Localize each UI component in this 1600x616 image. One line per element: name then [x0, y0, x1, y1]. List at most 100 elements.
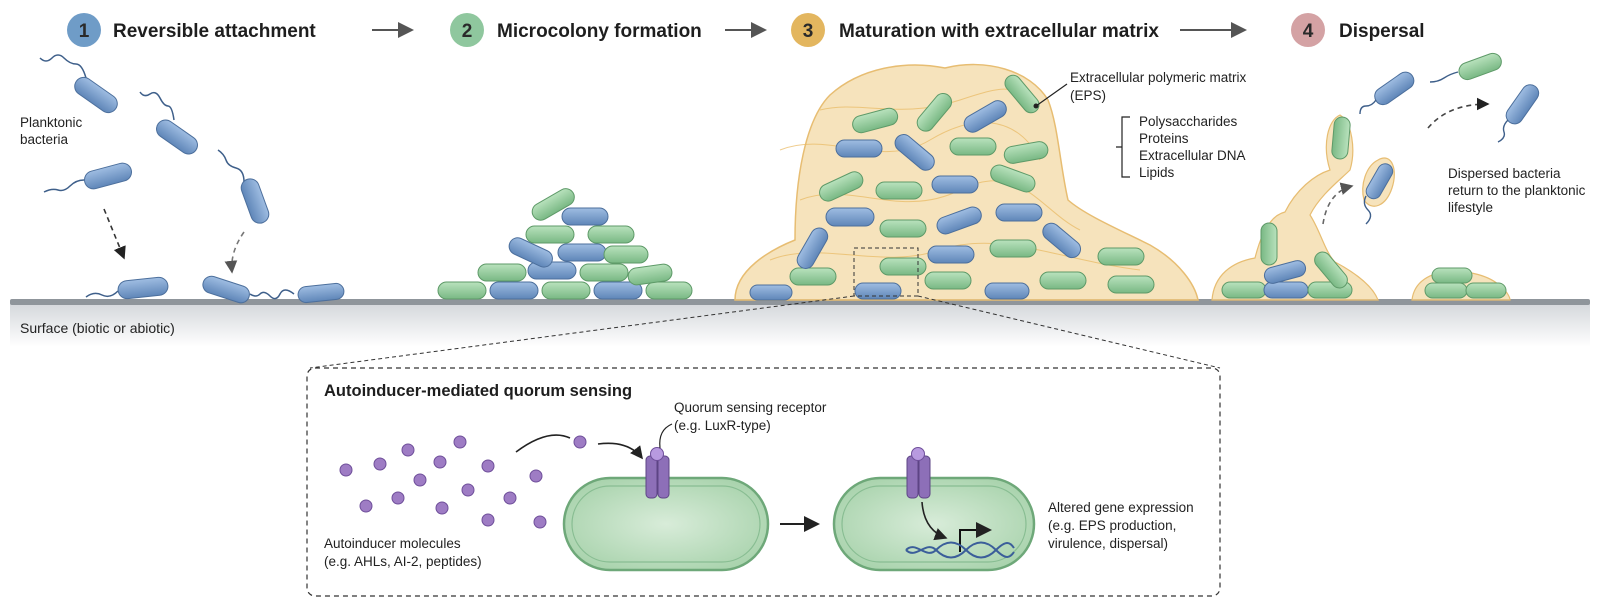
autoinducer-label-line2: (e.g. AHLs, AI-2, peptides) [324, 554, 482, 569]
stage-4-number: 4 [1303, 21, 1314, 42]
bacterium [645, 281, 693, 300]
stage-3-title: Maturation with extracellular matrix [839, 21, 1159, 42]
receptor-subunit [645, 455, 658, 499]
attached-bacterium [202, 275, 250, 304]
eps-leader-line [1035, 83, 1068, 107]
receptor-subunit [657, 455, 670, 499]
surface-label: Surface (biotic or abiotic) [20, 320, 175, 336]
flagellum [249, 289, 295, 300]
bacterium [916, 92, 953, 132]
eps-component-1: Polysaccharides [1139, 114, 1238, 129]
attached-bacterium [117, 276, 169, 300]
bacterium [789, 267, 837, 286]
flagellum [1363, 195, 1372, 225]
bacterium [627, 263, 673, 286]
autoinducer-molecule [433, 455, 447, 469]
stage-2-microcolony [437, 188, 693, 300]
flagellum [217, 149, 245, 183]
stage-1-badge [67, 13, 101, 47]
bacterium [854, 282, 902, 300]
autoinducer-molecule [359, 499, 373, 513]
planktonic-bacterium [74, 76, 118, 114]
biofilm-cells [749, 74, 1155, 301]
stage-3-badge [791, 13, 825, 47]
bacterium [924, 271, 972, 290]
flagellum [1429, 71, 1459, 83]
bacterium [541, 281, 591, 300]
flagellum [43, 179, 85, 193]
eps-component-4: Lipids [1139, 165, 1175, 180]
bacterium [1097, 247, 1145, 266]
receptor-after [906, 447, 931, 499]
receptor-subunit [906, 455, 919, 499]
flagellum [39, 54, 87, 79]
bacterium [852, 107, 899, 134]
bacterium [875, 181, 923, 200]
stage-2-badge [450, 13, 484, 47]
bacterium [557, 243, 607, 262]
autoinducer-molecule [461, 483, 475, 497]
stage-1-number: 1 [79, 21, 90, 42]
bound-autoinducer [650, 447, 664, 461]
bacterium [879, 219, 927, 238]
inset-title: Autoinducer-mediated quorum sensing [324, 382, 632, 400]
bacterium [437, 281, 487, 300]
autoinducer-cluster [339, 435, 587, 529]
bacterium [989, 239, 1037, 258]
autoinducer-molecule [435, 501, 449, 515]
autoinducer-molecule [573, 435, 587, 449]
bacterium [561, 207, 609, 226]
zoom-connector-left [309, 295, 855, 369]
autoinducer-molecule [373, 457, 387, 471]
autoinducer-molecule [481, 459, 495, 473]
attachment-arrow [224, 231, 245, 274]
planktonic-label-line2: bacteria [20, 132, 69, 147]
bacterium [936, 206, 982, 235]
bacterium [894, 134, 935, 171]
stage-4-title: Dispersal [1339, 21, 1425, 42]
bacterium [995, 203, 1043, 222]
dispersal-arrow [1427, 97, 1490, 129]
dispersed-bacterium [1458, 52, 1502, 81]
altered-label-line3: virulence, dispersal) [1048, 536, 1168, 551]
flagellum [1359, 99, 1377, 115]
autoinducer-molecule [529, 469, 543, 483]
bacterium [527, 261, 577, 280]
autoinducer-molecule [453, 435, 467, 449]
autoinducer-molecule [413, 473, 427, 487]
stage-4-scene [1211, 52, 1540, 301]
cell-inner-membrane [841, 485, 1027, 563]
dna-strand [905, 541, 1015, 559]
eps-label-line1: Extracellular polymeric matrix [1070, 70, 1247, 85]
eps-components-bracket [1116, 116, 1130, 178]
dispersed-label-line1: Dispersed bacteria [1448, 166, 1561, 181]
bacterium [1260, 222, 1278, 266]
bacterium [1221, 281, 1267, 299]
receptor-before [645, 447, 670, 499]
diffusion-arc [515, 434, 571, 453]
stage-3-number: 3 [803, 21, 814, 42]
bacterium [796, 227, 829, 269]
zoom-region-box [853, 247, 919, 297]
stage-1-title: Reversible attachment [113, 21, 316, 42]
bacterium [1039, 271, 1087, 290]
bacterium [963, 100, 1007, 133]
bacterium [835, 139, 883, 158]
stage-2-header: 2 Microcolony formation [450, 13, 702, 47]
bacterium [477, 263, 527, 282]
autoinducer-molecule [503, 491, 517, 505]
bacterium [1465, 282, 1507, 299]
dispersed-bacterium [1374, 71, 1415, 106]
eps-label-line2: (EPS) [1070, 88, 1106, 103]
receptor-label-line1: Quorum sensing receptor [674, 400, 827, 415]
planktonic-bacterium [240, 178, 270, 224]
receptor-label-line2: (e.g. LuxR-type) [674, 418, 771, 433]
bacterium [587, 225, 635, 244]
autoinducer-molecule [401, 443, 415, 457]
stage-2-title: Microcolony formation [497, 21, 702, 42]
dispersal-arrow [1322, 182, 1354, 225]
bacterium [1042, 222, 1082, 259]
bacterium [1263, 260, 1307, 284]
zoom-connector-right [917, 295, 1221, 369]
